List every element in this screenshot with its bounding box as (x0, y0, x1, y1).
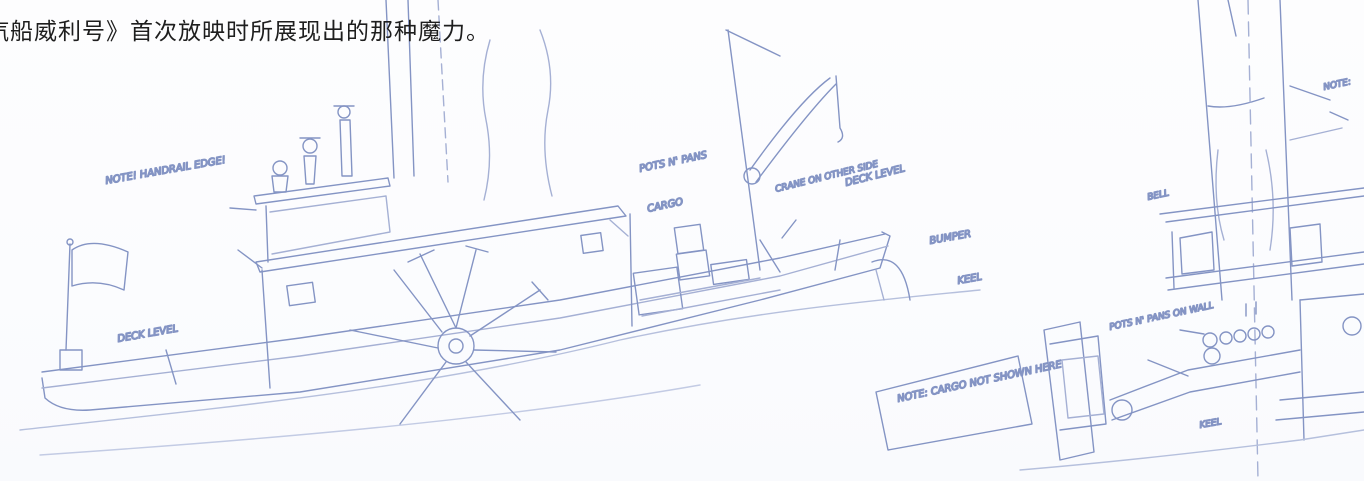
crane (725, 29, 844, 273)
bell-label: BELL (1147, 189, 1170, 203)
cutaway-boat: POTS N' PANS ON WALL NOTE: BELL KEEL (1019, 0, 1364, 481)
flag-pole (65, 243, 71, 351)
keel-right-label: KEEL (1199, 417, 1223, 431)
crew-figures (271, 105, 355, 193)
deck-level-left-label: DECK LEVEL (117, 323, 179, 344)
note-handrail-label: NOTE! HANDRAIL EDGE! (105, 155, 227, 187)
upper-deck (255, 205, 627, 273)
side-view-boat: NOTE! HANDRAIL EDGE! POTS N' PANS CARGO … (19, 0, 984, 456)
note-top-right-label: NOTE: (1323, 77, 1353, 93)
cargo-crates (632, 223, 781, 317)
cargo-note-box: NOTE: CARGO NOT SHOWN HERE (875, 355, 1064, 451)
paddle-wheel (349, 245, 557, 425)
pilot-house (265, 205, 269, 263)
keel-label: KEEL (957, 272, 983, 287)
lower-cabin (261, 269, 271, 389)
pots-pans-label: POTS N' PANS (638, 150, 709, 175)
bumper (871, 259, 911, 301)
smoke-stack (385, 0, 395, 179)
flag (71, 242, 129, 291)
cargo-label: CARGO (646, 197, 684, 215)
hull (41, 231, 891, 411)
bumper-label: BUMPER (929, 229, 972, 247)
pots-on-wall-label: POTS N' PANS ON WALL (1109, 301, 1215, 333)
pots-on-wall (1202, 293, 1364, 441)
caption-text: 汽船威利号》首次放映时所展现出的那种魔力。 (0, 19, 490, 45)
